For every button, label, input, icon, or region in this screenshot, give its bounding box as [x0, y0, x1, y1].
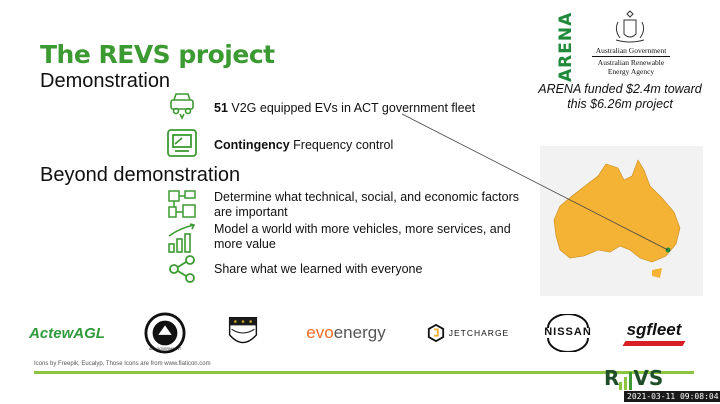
act-seal-text: ACT GOVERNMENT [149, 347, 182, 351]
revs-prefix: R [604, 366, 620, 390]
gov-line-3: Energy Agency [607, 67, 655, 76]
section-heading-beyond: Beyond demonstration [40, 164, 241, 186]
nissan-wordmark: NISSAN [544, 326, 592, 338]
ev-charging-car-icon [166, 90, 198, 120]
arena-funding-caption: ARENA funded $2.4m toward this $6.26m pr… [520, 82, 720, 112]
sgfleet-logo: sgfleet [616, 312, 692, 354]
australia-map [540, 146, 703, 296]
list-item-v2g: 51 V2G equipped EVs in ACT government fl… [214, 101, 524, 116]
revs-bars-icon [619, 372, 633, 390]
gov-line-2: Australian Renewable [597, 58, 665, 67]
sgfleet-wordmark: sgfleet [626, 320, 682, 339]
caption-line-1: ARENA funded $2.4m toward [538, 82, 702, 96]
section-heading-demonstration: Demonstration [40, 70, 171, 92]
footer-divider [34, 371, 694, 374]
evo-prefix: evo [306, 323, 334, 342]
circuit-factors-icon [166, 188, 198, 220]
revs-logo: R VS [604, 364, 674, 390]
slide-title: The REVS project [40, 40, 275, 69]
share-icon [166, 254, 198, 284]
anu-crest-logo [218, 312, 268, 354]
list-item-factors: Determine what technical, social, and ec… [214, 190, 520, 219]
item-bold: Contingency [214, 138, 290, 152]
list-item-contingency: Contingency Frequency control [214, 138, 524, 153]
revs-suffix: VS [633, 366, 664, 390]
timestamp-overlay: 2021-03-11 09:08:04 [624, 391, 720, 402]
gov-line-1: Australian Government [595, 46, 667, 55]
act-government-seal: ACT GOVERNMENT [140, 312, 190, 354]
coat-of-arms-icon [615, 10, 645, 43]
icon-credit: Icons by Freepik, Eucalyp, Those Icons a… [34, 361, 211, 367]
item-bold: 51 [214, 101, 228, 115]
list-item-share: Share what we learned with everyone [214, 262, 423, 276]
tasmania-shape [652, 268, 662, 278]
frequency-meter-icon [166, 128, 198, 158]
caption-line-2: this $6.26m project [567, 97, 673, 111]
evo-suffix: energy [333, 323, 386, 342]
growth-bars-icon [166, 222, 198, 254]
australian-government-text: Australian Government Australian Renewab… [588, 46, 674, 76]
jetcharge-wordmark: JETCHARGE [448, 328, 510, 338]
item-text: V2G equipped EVs in ACT government fleet [227, 101, 476, 115]
arena-logo-block: ARENA Australian Government Australian R… [548, 6, 708, 82]
actewagl-wordmark: ActewAGL [29, 324, 105, 342]
actewagl-logo: ActewAGL [26, 312, 108, 354]
item-text: Frequency control [289, 138, 394, 152]
jetcharge-hex-icon [427, 324, 444, 342]
australia-map-shape [553, 159, 681, 263]
list-item-model: Model a world with more vehicles, more s… [214, 222, 511, 251]
nissan-logo: NISSAN [536, 312, 600, 354]
jetcharge-logo: JETCHARGE [422, 312, 514, 354]
